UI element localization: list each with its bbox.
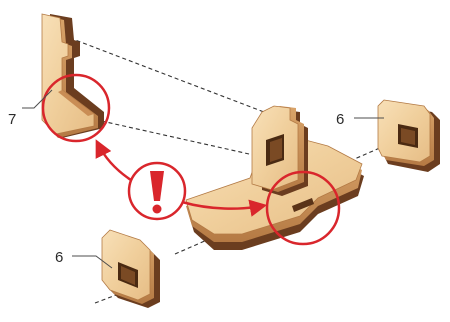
arrow-to-left-detail [95, 139, 135, 184]
guide-line-bottom [94, 291, 125, 304]
piece-7-l-bracket [41, 13, 104, 138]
part-label-6-top: 6 [336, 111, 344, 128]
guide-line-middle [87, 117, 277, 161]
piece-6-upper-right [377, 99, 440, 172]
callout-lines [22, 89, 384, 269]
part-label-7: 7 [8, 111, 16, 128]
callout-line-piece-6-bottom [72, 255, 113, 269]
arrow-to-center-detail [181, 199, 268, 217]
callout-line-piece-7 [22, 89, 53, 109]
part-label-6-bottom: 6 [55, 249, 63, 266]
highlight-circle-left [41, 73, 111, 143]
piece-6-lower-left [101, 229, 160, 308]
guide-line-top [69, 37, 286, 121]
exclamation-warning-icon [127, 161, 187, 221]
central-assembly [185, 105, 364, 250]
